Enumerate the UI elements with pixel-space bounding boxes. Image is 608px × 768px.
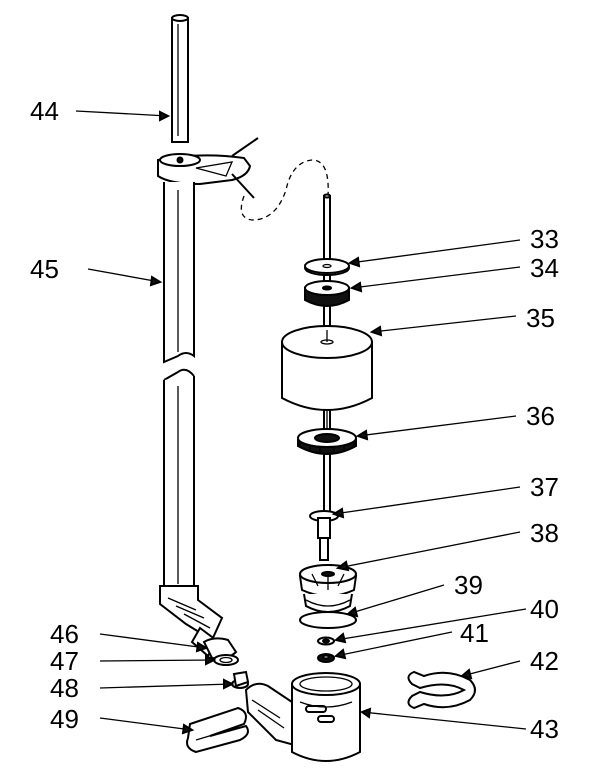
part-41-nut bbox=[317, 653, 335, 663]
part-43-valve-body bbox=[244, 672, 361, 762]
callout-36: 36 bbox=[526, 401, 555, 431]
callout-37: 37 bbox=[530, 472, 559, 502]
callout-49: 49 bbox=[50, 704, 79, 734]
callout-41: 41 bbox=[460, 618, 489, 648]
part-39-seal bbox=[299, 593, 357, 629]
callout-47: 47 bbox=[50, 646, 79, 676]
callout-labels: 44 45 33 34 35 36 37 38 39 40 41 42 43 4… bbox=[30, 96, 559, 744]
callout-44: 44 bbox=[30, 96, 59, 126]
callout-33: 33 bbox=[530, 224, 559, 254]
callout-40: 40 bbox=[530, 594, 559, 624]
part-44-refill-tube bbox=[171, 14, 189, 143]
callout-39: 39 bbox=[454, 570, 483, 600]
part-35-float bbox=[281, 325, 373, 428]
part-33-washer bbox=[304, 258, 350, 276]
part-36-gear-nut bbox=[297, 428, 357, 455]
callout-48: 48 bbox=[50, 673, 79, 703]
part-40-washer bbox=[317, 636, 335, 646]
callout-42: 42 bbox=[530, 646, 559, 676]
part-49-clip bbox=[186, 706, 249, 754]
part-37-collar bbox=[309, 510, 339, 561]
callout-43: 43 bbox=[530, 714, 559, 744]
callout-45: 45 bbox=[30, 254, 59, 284]
part-42-retaining-clip bbox=[407, 670, 476, 710]
leader-lines bbox=[75, 110, 527, 735]
callout-46: 46 bbox=[50, 619, 79, 649]
part-48-small-fitting bbox=[231, 670, 250, 689]
part-47-washer bbox=[213, 654, 239, 666]
callout-34: 34 bbox=[530, 253, 559, 283]
callout-35: 35 bbox=[526, 303, 555, 333]
part-34-nut bbox=[304, 280, 350, 307]
part-45-overflow-pipe bbox=[157, 137, 329, 658]
callout-38: 38 bbox=[530, 518, 559, 548]
